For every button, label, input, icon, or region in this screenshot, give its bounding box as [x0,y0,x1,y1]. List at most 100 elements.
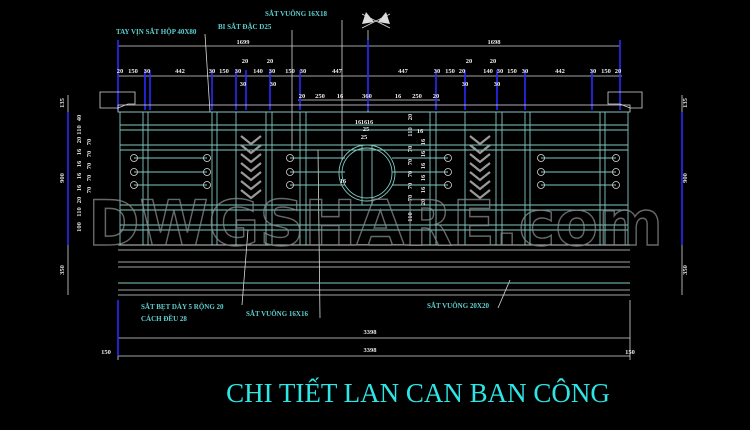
dim-panel-left: 900 [59,173,66,183]
dim-side-right-value: 70 [407,159,414,166]
dim-second-row-value: 20 [433,93,440,100]
dim-side-left-70-value: 70 [86,163,93,170]
section-arrow-icon [361,12,391,29]
dim-top-row-value: 30 [434,68,441,75]
dim-side-left-value: 16 [76,184,83,191]
dim-side-left-value: 110 [76,207,83,216]
dim-total-2: 3398 [364,347,378,354]
dim-top-row-value: 30 [590,68,597,75]
dim-side-right-value: 110 [407,212,414,221]
dim-side-right-16-value: 16 [420,138,427,145]
dim-cap-right: 135 [682,97,689,108]
dim-side-left-value: 20 [76,197,83,204]
dim-upper-value: 20 [490,58,497,65]
label-square-top: SẮT VUÔNG 16X18 [265,10,327,18]
ball-ornaments [130,154,620,189]
dim-top-row-value: 447 [398,68,409,75]
dim-lower-value: 30 [494,81,501,88]
dim-center-value: 16 [355,119,362,126]
dim-base-right: 350 [682,265,689,275]
dim-top-row-value: 140 [253,68,263,75]
dim-lower-value: 30 [270,81,277,88]
dim-top-row-value: 140 [483,68,493,75]
dim-top-row-value: 30 [497,68,504,75]
dim-side-left-value: 16 [76,172,83,179]
dim-right-half: 1698 [488,39,502,46]
dim-side-left-value: 20 [76,137,83,144]
dim-lower-value: 30 [240,81,247,88]
dim-top-row-value: 447 [332,68,343,75]
label-square-16: SẮT VUÔNG 16X16 [246,310,308,318]
label-flat-bar-spacing: CÁCH ĐỀU 28 [141,315,187,323]
dim-top-row-value: 150 [285,68,295,75]
dim-top-row-value: 20 [459,68,466,75]
dim-side-right-16-value: 16 [420,186,427,193]
dim-top-row-value: 150 [601,68,611,75]
dim-side-right-value: 70 [407,146,414,153]
dim-cap-left: 135 [59,97,66,108]
label-flat-bar: SẮT BẸT DÀY 5 RỘNG 20 [141,303,224,311]
dim-side-left-70-value: 70 [86,151,93,158]
dim-side-left-value: 16 [76,148,83,155]
dim-second-row-value: 360 [362,93,372,100]
railing-frame [99,91,643,246]
dim-top-row-value: 150 [219,68,229,75]
dim-side-left-70-value: 70 [86,139,93,146]
label-handrail: TAY VỊN SẮT HỘP 40X80 [116,28,197,36]
dim-total-1: 3398 [364,329,378,336]
dim-center-value: 16 [361,119,368,126]
dim-top-row-value: 20 [117,68,124,75]
dim-center-value: 25 [361,134,368,141]
dim-left-half: 1699 [237,39,251,46]
dimension-ticks [67,40,683,356]
dim-top-row-value: 442 [555,68,565,75]
dim-top-row-value: 150 [507,68,517,75]
dim-side-right-value: 110 [407,127,414,136]
dim-side-left-70-value: 70 [86,187,93,194]
dim-side-right-value: 70 [407,195,414,202]
dim-top-row-value: 20 [615,68,622,75]
dim-top-row-value: 150 [128,68,138,75]
dim-side-left-value: 100 [76,222,83,232]
dim-center-value: 16 [367,119,374,126]
dim-second-row-value: 16 [337,93,344,100]
dim-top-row-value: 30 [522,68,529,75]
dim-side-right-value: 70 [407,183,414,190]
dim-side-right-16-value: 16 [420,174,427,181]
dim-panel-right: 900 [682,173,689,183]
railing-base [118,244,630,296]
dim-center-value: 25 [363,126,370,133]
dim-side-left-value: 40 [76,115,83,122]
dim-side-left-value: 110 [76,125,83,134]
dim-top-row-value: 30 [300,68,307,75]
dim-center-value: 16 [417,128,424,135]
drawing-title: CHI TIẾT LAN CAN BAN CÔNG [226,377,610,408]
dim-side-right-value: 70 [407,171,414,178]
dim-second-row-value: 20 [299,93,306,100]
dim-top-row-value: 30 [235,68,242,75]
dim-second-row-value: 250 [315,93,325,100]
dim-side-left-value: 16 [76,160,83,167]
dim-center-value: 16 [340,178,347,185]
dim-side-left-70-value: 70 [86,175,93,182]
label-square-20: SẮT VUÔNG 20X20 [427,302,489,310]
dim-edge-left: 150 [101,349,111,356]
dim-side-right-16-value: 20 [420,199,427,206]
dim-side-right-16-value: 16 [420,162,427,169]
dim-side-right-value: 20 [407,114,414,121]
dim-upper-value: 20 [267,58,274,65]
center-circle-ornament [338,144,396,206]
chevron-ornaments [240,135,491,200]
dim-side-right-16-value: 16 [420,150,427,157]
dim-top-row-value: 442 [175,68,185,75]
dim-top-row-value: 30 [144,68,151,75]
dim-base-left: 350 [59,265,66,275]
dim-top-row-value: 30 [269,68,276,75]
dim-second-row-value: 16 [395,93,402,100]
dim-top-row-value: 150 [445,68,455,75]
dim-edge-right: 150 [625,349,635,356]
dim-top-row-value: 30 [209,68,216,75]
